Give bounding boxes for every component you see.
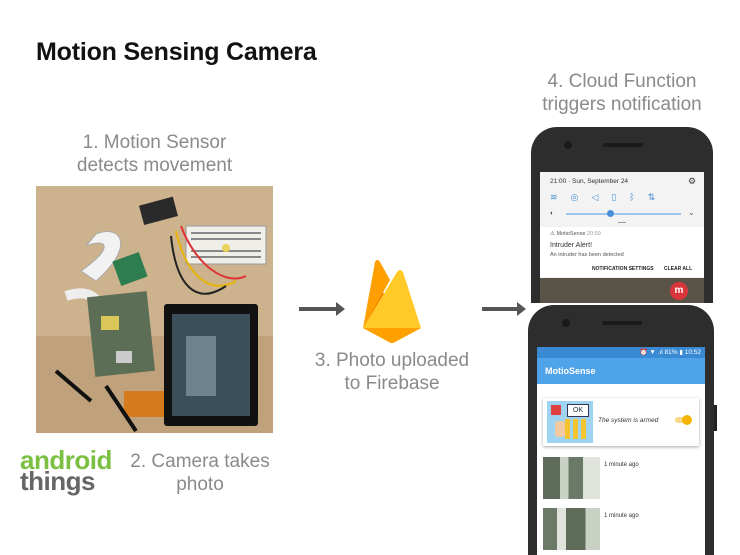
location-icon[interactable]: ◎ [570, 192, 592, 202]
speaker-grille [603, 143, 643, 147]
photo-thumbnail[interactable] [543, 508, 600, 550]
shade-date: 21:00 · Sun, September 24 [550, 178, 629, 185]
step-1-line-2: detects movement [76, 155, 233, 176]
quick-settings-row: ≋◎◁▯ᛒ⇅ [550, 192, 700, 203]
step-1-label: 1. Motion Sensor detects movement [62, 131, 247, 177]
step-4-line-2: triggers notification [542, 94, 702, 115]
keypad-display: OK [567, 404, 589, 417]
camera-icon [564, 141, 572, 149]
brightness-icon: ◐ [550, 210, 555, 217]
step-3-label: 3. Photo uploaded to Firebase [302, 349, 482, 395]
page-title: Motion Sensing Camera [36, 38, 317, 66]
system-status-card[interactable]: OK The system is armed [543, 398, 699, 446]
alarm-icon [551, 405, 561, 415]
data-icon[interactable]: ⇅ [647, 192, 669, 202]
keypad-keys [565, 419, 589, 439]
app-badge-icon: m [670, 282, 688, 300]
status-bar: ⏰ ▼ .ıl 81% ▮ 10:52 [537, 347, 705, 358]
bluetooth-icon[interactable]: ᛒ [629, 192, 648, 202]
armed-toggle-thumb[interactable] [682, 415, 692, 425]
firebase-icon [357, 258, 427, 353]
android-things-logo: android things [20, 445, 120, 496]
app-phone: ⏰ ▼ .ıl 81% ▮ 10:52 MotioSense OK The sy… [528, 305, 717, 555]
android-things-logo-line-1: android [20, 445, 112, 475]
keypad-illustration: OK [547, 401, 593, 443]
speaker-grille [602, 321, 642, 325]
hand-icon [555, 421, 565, 437]
app-title: MotioSense [545, 366, 596, 376]
notification-body: An intruder has been detected [550, 252, 624, 258]
entry-time: 1 minute ago [604, 513, 639, 519]
armed-status-text: The system is armed [598, 417, 659, 424]
settings-gear-icon[interactable]: ⚙ [688, 176, 697, 186]
photo-thumbnail[interactable] [543, 457, 600, 499]
brightness-thumb[interactable] [607, 210, 614, 217]
entry-time: 1 minute ago [604, 462, 639, 468]
list-item[interactable]: 1 minute ago [537, 453, 705, 501]
notification-app-row: ⚠ MotioSense 20:59 [550, 231, 601, 237]
step-3-line-1: 3. Photo uploaded [314, 350, 470, 371]
chevron-down-icon[interactable]: ⌄ [688, 208, 695, 217]
step-3-line-2: to Firebase [344, 373, 440, 394]
notification-settings-button[interactable]: NOTIFICATION SETTINGS [592, 266, 654, 272]
notification-app-time: 20:59 [587, 231, 601, 237]
armed-toggle[interactable] [675, 415, 692, 425]
wifi-icon[interactable]: ≋ [550, 192, 571, 202]
camera-icon [562, 319, 570, 327]
notification-card[interactable]: ⚠ MotioSense 20:59 Intruder Alert! An in… [540, 227, 704, 277]
clear-all-button[interactable]: CLEAR ALL [664, 266, 693, 272]
arrow-to-phone [482, 302, 526, 316]
notification-shade: 21:00 · Sun, September 24 ⚙ ≋◎◁▯ᛒ⇅ ◐ ⌄ ⚠… [540, 172, 704, 303]
arrow-to-firebase [299, 302, 345, 316]
wallpaper: m [540, 278, 704, 303]
handle [618, 222, 626, 223]
step-2-line-2: photo [176, 474, 224, 495]
step-2-line-1: 2. Camera takes [130, 451, 270, 472]
android-things-logo-line-2: things [20, 466, 96, 496]
mute-icon[interactable]: ◁ [591, 192, 612, 202]
warning-icon: ⚠ [550, 231, 555, 237]
app-screen: ⏰ ▼ .ıl 81% ▮ 10:52 MotioSense OK The sy… [537, 347, 705, 555]
rotate-icon[interactable]: ▯ [611, 192, 630, 202]
step-1-line-1: 1. Motion Sensor [82, 132, 227, 153]
notification-phone: 21:00 · Sun, September 24 ⚙ ≋◎◁▯ᛒ⇅ ◐ ⌄ ⚠… [531, 127, 713, 303]
hardware-photo [36, 186, 273, 433]
app-bar: MotioSense [537, 358, 705, 384]
notification-app-name: MotioSense [556, 231, 586, 237]
list-item[interactable]: 1 minute ago [537, 504, 705, 552]
side-button [714, 405, 717, 431]
hardware-illustration [36, 186, 273, 433]
brightness-slider[interactable] [566, 213, 681, 215]
step-4-line-1: 4. Cloud Function [547, 71, 697, 92]
notification-heading: Intruder Alert! [550, 242, 593, 249]
step-4-label: 4. Cloud Function triggers notification [522, 70, 722, 116]
step-2-label: 2. Camera takes photo [120, 450, 280, 496]
